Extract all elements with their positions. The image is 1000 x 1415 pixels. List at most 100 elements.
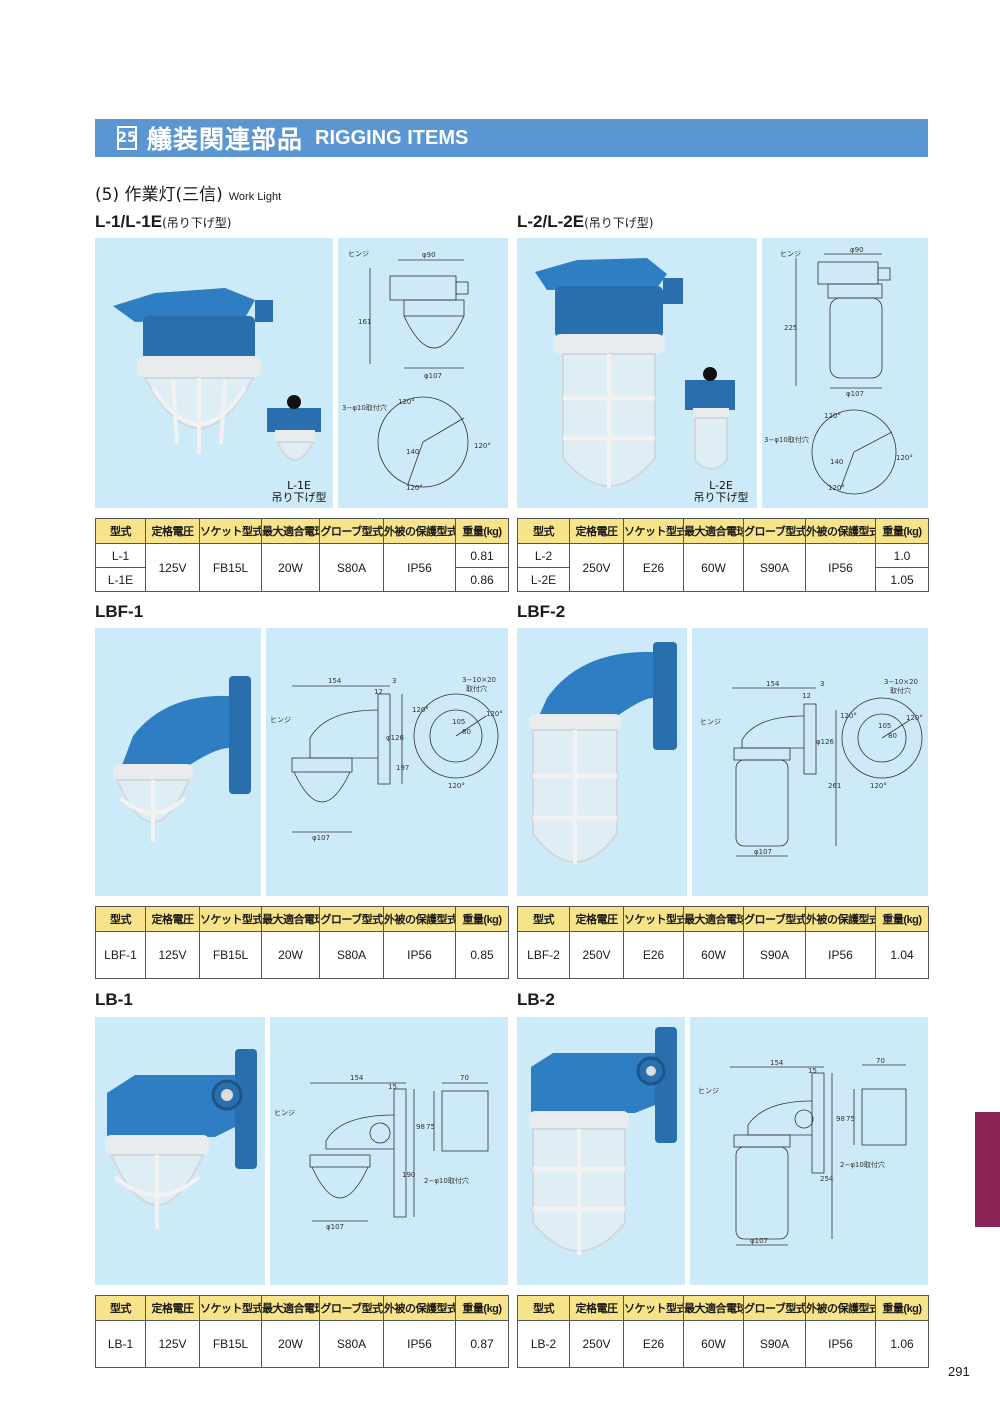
cell-model: L-2E: [517, 567, 570, 592]
spec-table-lb2: 型式 定格電圧 ソケット型式 最大適合電球 グローブ型式 外被の保護型式 重量(…: [517, 1295, 929, 1368]
dim-l1-holes: 3−φ10取付穴: [342, 403, 387, 412]
dim-lbf2-t2: 12: [802, 692, 811, 700]
spec-table-l1: 型式 定格電圧 ソケット型式 最大適合電球 グローブ型式 外被の保護型式 重量(…: [95, 518, 509, 592]
dim-l2-angle-2: 120°: [896, 454, 913, 462]
dim-l1-angle-3: 120°: [406, 484, 423, 492]
photo-label-l2-type: 吊り下げ型: [693, 491, 749, 504]
th-voltage: 定格電圧: [569, 1295, 624, 1321]
dim-lb2-holes: 2−φ10取付穴: [840, 1160, 885, 1169]
dim-lbf2-height: 261: [828, 782, 841, 790]
cell-socket: E26: [623, 543, 684, 592]
th-bulb: 最大適合電球: [261, 1295, 320, 1321]
th-voltage: 定格電圧: [569, 906, 624, 932]
dim-lbf1-r1: 105: [452, 718, 465, 726]
cell-protection: IP56: [805, 543, 876, 592]
th-model: 型式: [517, 518, 570, 544]
dim-lbf2-hinge: ヒンジ: [700, 718, 721, 726]
cell-socket: E26: [623, 1320, 684, 1368]
photo-l1: L-1E 吊り下げ型: [95, 238, 333, 508]
th-socket: ソケット型式: [623, 518, 684, 544]
dim-lb2-d107: φ107: [750, 1237, 768, 1245]
th-protection: 外被の保護型式: [805, 906, 876, 932]
product-title-lbf2: LBF-2: [517, 602, 566, 621]
product-title-lbf1: LBF-1: [95, 602, 144, 621]
photo-lb1: [95, 1017, 265, 1285]
cell-model: L-2: [517, 543, 570, 568]
cell-bulb: 60W: [683, 1320, 744, 1368]
dim-lb2-t2: 15: [808, 1067, 817, 1075]
spec-table-lbf1: 型式 定格電圧 ソケット型式 最大適合電球 グローブ型式 外被の保護型式 重量(…: [95, 906, 509, 979]
dimension-drawing-l2: ヒンジ φ90 φ107 225 3−φ10取付穴 120° 120° 120°…: [764, 246, 913, 495]
dim-lbf2-angle-3: 120°: [870, 782, 887, 790]
cell-socket: FB15L: [199, 1320, 262, 1368]
dim-lbf1-height: 197: [396, 764, 409, 772]
dim-lb2-h2: 75: [846, 1115, 855, 1123]
dim-lb1-height: 190: [402, 1171, 415, 1179]
cell-model: L-1: [95, 543, 146, 568]
cell-weight: 0.87: [455, 1320, 509, 1368]
dim-l1-d107: φ107: [424, 372, 442, 380]
dim-lbf1-angle-3: 120°: [448, 782, 465, 790]
th-weight: 重量(kg): [875, 1295, 929, 1321]
table-row: LB-1 125V FB15L 20W S80A IP56 0.87: [95, 1320, 509, 1368]
dim-l2-pcd: 140: [830, 458, 843, 466]
cell-globe: S90A: [743, 931, 806, 979]
th-weight: 重量(kg): [455, 518, 509, 544]
photo-label-l1-model: L-1E: [287, 479, 311, 492]
dimension-drawing-l1: ヒンジ φ90 φ107 161 3−φ10取付穴 120° 120° 120°…: [342, 250, 491, 492]
product-title-l2: L-2/L-2E(吊り下げ型): [517, 212, 653, 232]
th-globe: グローブ型式: [743, 906, 806, 932]
cell-voltage: 250V: [569, 543, 624, 592]
cell-weight: 0.85: [455, 931, 509, 979]
cell-protection: IP56: [805, 1320, 876, 1368]
dim-lb1-width: 154: [350, 1074, 364, 1082]
th-weight: 重量(kg): [455, 906, 509, 932]
dim-lbf1-r2: 80: [462, 728, 471, 736]
drawing-l1: ヒンジ φ90 φ107 161 3−φ10取付穴 120° 120° 120°…: [338, 238, 508, 508]
dim-lbf2-width: 154: [766, 680, 780, 688]
cell-voltage: 125V: [145, 1320, 200, 1368]
dim-lb2-width: 154: [770, 1059, 784, 1067]
cell-model: L-1E: [95, 567, 146, 592]
product-title-lb2: LB-2: [517, 990, 555, 1009]
cell-globe: S80A: [319, 931, 384, 979]
th-socket: ソケット型式: [199, 518, 262, 544]
dimension-drawing-lbf2: 154 3 12 ヒンジ φ126 261 φ107 3−10×20 取付穴 1…: [700, 678, 923, 857]
product-title-lb1: LB-1: [95, 990, 133, 1009]
drawing-l2: ヒンジ φ90 φ107 225 3−φ10取付穴 120° 120° 120°…: [762, 238, 928, 508]
th-protection: 外被の保護型式: [383, 518, 456, 544]
th-model: 型式: [95, 1295, 146, 1321]
fixture-l1-illustration: [113, 288, 321, 461]
th-weight: 重量(kg): [875, 906, 929, 932]
dim-lb1-h1: 98: [416, 1123, 425, 1131]
section-title-en: RIGGING ITEMS: [315, 126, 469, 149]
cell-voltage: 125V: [145, 543, 200, 592]
dim-lbf2-d126: φ126: [816, 738, 835, 746]
cell-model: LBF-2: [517, 931, 570, 979]
dim-lb1-hinge: ヒンジ: [274, 1109, 295, 1117]
dim-lbf1-holes2: 取付穴: [466, 684, 487, 693]
product-title-l1: L-1/L-1E(吊り下げ型): [95, 212, 231, 232]
dim-l1-height: 161: [358, 318, 371, 326]
spec-table-lbf2: 型式 定格電圧 ソケット型式 最大適合電球 グローブ型式 外被の保護型式 重量(…: [517, 906, 929, 979]
dim-lbf1-holes: 3−10×20: [462, 676, 496, 684]
th-model: 型式: [95, 518, 146, 544]
th-model: 型式: [95, 906, 146, 932]
th-model: 型式: [517, 906, 570, 932]
cell-weight: 0.86: [455, 567, 509, 592]
dim-lb1-t2: 15: [388, 1083, 397, 1091]
section-header: 25 艤装関連部品 RIGGING ITEMS: [95, 119, 928, 157]
fixture-lb1-illustration: [105, 1049, 257, 1229]
dim-lbf1-d107: φ107: [312, 834, 330, 842]
photo-lbf1: [95, 628, 261, 896]
cell-bulb: 20W: [261, 543, 320, 592]
cell-weight: 1.04: [875, 931, 929, 979]
table-header-row: 型式 定格電圧 ソケット型式 最大適合電球 グローブ型式 外被の保護型式 重量(…: [95, 1295, 509, 1321]
th-bulb: 最大適合電球: [683, 1295, 744, 1321]
dim-l2-d90: φ90: [850, 246, 864, 254]
table-row: LBF-2 250V E26 60W S90A IP56 1.04: [517, 931, 929, 979]
dim-l2-angle-1: 120°: [824, 412, 841, 420]
dim-lb2-height: 254: [820, 1175, 834, 1183]
subtitle-en: Work Light: [228, 191, 282, 203]
th-weight: 重量(kg): [455, 1295, 509, 1321]
